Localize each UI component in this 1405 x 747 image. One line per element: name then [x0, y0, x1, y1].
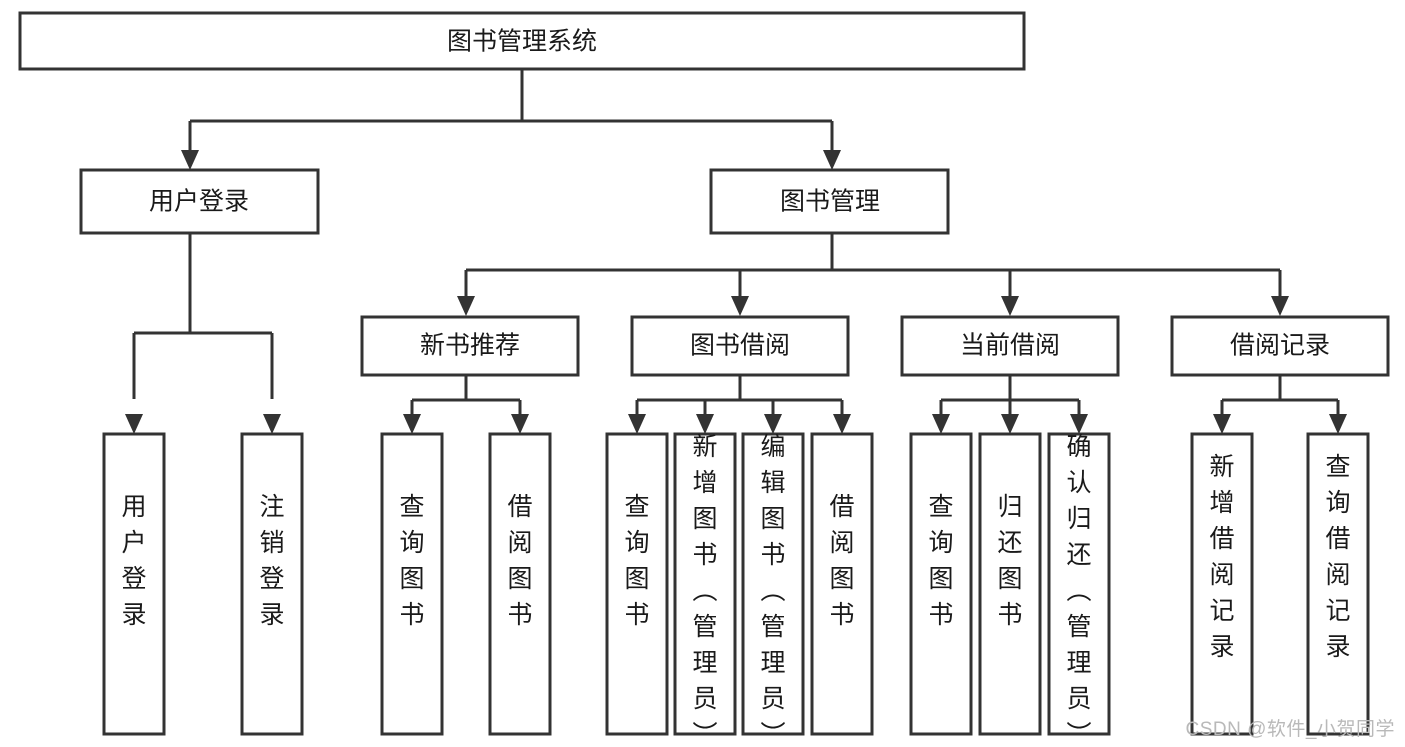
leaf-node-book-borrow-4[interactable]: 借阅图书	[810, 432, 874, 736]
node-borrow-records-box[interactable]	[1170, 315, 1390, 377]
arrow-head-leaf-newbook-1	[403, 414, 421, 434]
leaf-node-new-book-1[interactable]: 查询图书	[380, 432, 444, 736]
leaf-label-new-book-1: 查询图书	[399, 493, 424, 629]
node-book-borrow-box[interactable]	[630, 315, 850, 377]
leaf-label-user-login-1: 用户登录	[121, 493, 146, 629]
node-book-management[interactable]: 图书管理	[709, 168, 950, 235]
connector-group-user-login	[125, 233, 281, 434]
node-book-management-label: 图书管理	[780, 188, 880, 216]
arrow-head-leaf-user-login-2	[263, 414, 281, 434]
leaf-label-book-borrow-3: 编辑图书︵管理员︶	[760, 433, 785, 747]
leaf-label-book-borrow-4: 借阅图书	[829, 493, 854, 629]
node-user-login-label: 用户登录	[149, 188, 249, 216]
leaf-node-current-borrow-2[interactable]: 归还图书	[978, 432, 1042, 736]
node-book-borrow-label: 图书借阅	[690, 332, 790, 360]
node-book-borrow[interactable]: 图书借阅	[630, 315, 850, 377]
leaf-node-borrow-records-1[interactable]: 新增借阅记录	[1190, 432, 1254, 736]
arrow-head-leaf-bookborrow-4	[833, 414, 851, 434]
leaf-node-book-borrow-3[interactable]: 编辑图书︵管理员︶	[741, 432, 805, 747]
node-root-box[interactable]	[18, 11, 1026, 71]
arrow-head-leaf-borrowrecords-1	[1213, 414, 1231, 434]
leaf-box-borrow-records-1[interactable]	[1190, 432, 1254, 736]
arrow-head-book-mgmt	[823, 150, 841, 170]
node-new-book-recommend-box[interactable]	[360, 315, 580, 377]
arrow-head-leaf-borrowrecords-2	[1329, 414, 1347, 434]
connector-group-book-borrow	[628, 375, 851, 434]
leaf-box-new-book-2[interactable]	[488, 432, 552, 736]
connector-group-current-borrow	[932, 375, 1088, 434]
leaf-label-book-borrow-2: 新增图书︵管理员︶	[692, 433, 717, 747]
arrow-head-leaf-bookborrow-1	[628, 414, 646, 434]
arrow-head-leaf-newbook-2	[511, 414, 529, 434]
arrow-head-borrow-records	[1271, 296, 1289, 316]
leaf-box-book-borrow-3[interactable]	[741, 432, 805, 736]
node-root-label: 图书管理系统	[447, 28, 597, 56]
leaf-label-current-borrow-2: 归还图书	[997, 493, 1022, 629]
arrow-head-new-book	[457, 296, 475, 316]
arrow-head-leaf-bookborrow-2	[696, 414, 714, 434]
node-borrow-records-label: 借阅记录	[1230, 332, 1330, 360]
leaf-node-book-borrow-1[interactable]: 查询图书	[605, 432, 669, 736]
leaf-box-user-login-2[interactable]	[240, 432, 304, 736]
connector-group-book-mgmt	[457, 233, 1289, 316]
leaf-node-new-book-2[interactable]: 借阅图书	[488, 432, 552, 736]
leaf-label-current-borrow-1: 查询图书	[928, 493, 953, 629]
leaf-box-current-borrow-3[interactable]	[1047, 432, 1111, 736]
leaf-box-current-borrow-2[interactable]	[978, 432, 1042, 736]
arrow-head-user-login	[181, 150, 199, 170]
arrow-head-leaf-user-login-1	[125, 414, 143, 434]
arrow-head-leaf-bookborrow-3	[764, 414, 782, 434]
leaf-node-user-login-1[interactable]: 用户登录	[102, 432, 166, 736]
leaf-box-book-borrow-1[interactable]	[605, 432, 669, 736]
node-current-borrow-box[interactable]	[900, 315, 1120, 377]
arrow-head-current-borrow	[1001, 296, 1019, 316]
node-new-book-recommend[interactable]: 新书推荐	[360, 315, 580, 377]
node-user-login-box[interactable]	[79, 168, 320, 235]
leaf-label-user-login-2: 注销登录	[259, 493, 284, 629]
leaf-node-borrow-records-2[interactable]: 查询借阅记录	[1306, 432, 1370, 736]
leaf-label-new-book-2: 借阅图书	[507, 493, 532, 629]
node-new-book-recommend-label: 新书推荐	[420, 332, 520, 360]
node-user-login[interactable]: 用户登录	[79, 168, 320, 235]
arrow-head-book-borrow	[731, 296, 749, 316]
leaf-node-current-borrow-1[interactable]: 查询图书	[909, 432, 973, 736]
leaf-label-borrow-records-1: 新增借阅记录	[1209, 453, 1234, 661]
node-book-management-box[interactable]	[709, 168, 950, 235]
leaf-box-book-borrow-2[interactable]	[673, 432, 737, 736]
connector-group-new-book	[403, 375, 529, 434]
arrow-head-leaf-currentborrow-1	[932, 414, 950, 434]
leaf-node-book-borrow-2[interactable]: 新增图书︵管理员︶	[673, 432, 737, 747]
node-borrow-records[interactable]: 借阅记录	[1170, 315, 1390, 377]
leaf-label-book-borrow-1: 查询图书	[624, 493, 649, 629]
leaf-box-borrow-records-2[interactable]	[1306, 432, 1370, 736]
node-current-borrow[interactable]: 当前借阅	[900, 315, 1120, 377]
leaf-box-user-login-1[interactable]	[102, 432, 166, 736]
arrow-head-leaf-currentborrow-3	[1070, 414, 1088, 434]
leaf-label-current-borrow-3: 确认归还︵管理员︶	[1066, 433, 1091, 747]
connector-group-borrow-records	[1213, 375, 1347, 434]
leaf-node-user-login-2[interactable]: 注销登录	[240, 432, 304, 736]
leaf-label-borrow-records-2: 查询借阅记录	[1325, 453, 1350, 661]
node-current-borrow-label: 当前借阅	[960, 332, 1060, 360]
leaf-box-new-book-1[interactable]	[380, 432, 444, 736]
node-root-system[interactable]: 图书管理系统	[18, 11, 1026, 71]
arrow-head-leaf-currentborrow-2	[1001, 414, 1019, 434]
leaf-box-book-borrow-4[interactable]	[810, 432, 874, 736]
connector-group-root	[181, 68, 841, 170]
leaf-node-current-borrow-3[interactable]: 确认归还︵管理员︶	[1047, 432, 1111, 747]
leaf-box-current-borrow-1[interactable]	[909, 432, 973, 736]
